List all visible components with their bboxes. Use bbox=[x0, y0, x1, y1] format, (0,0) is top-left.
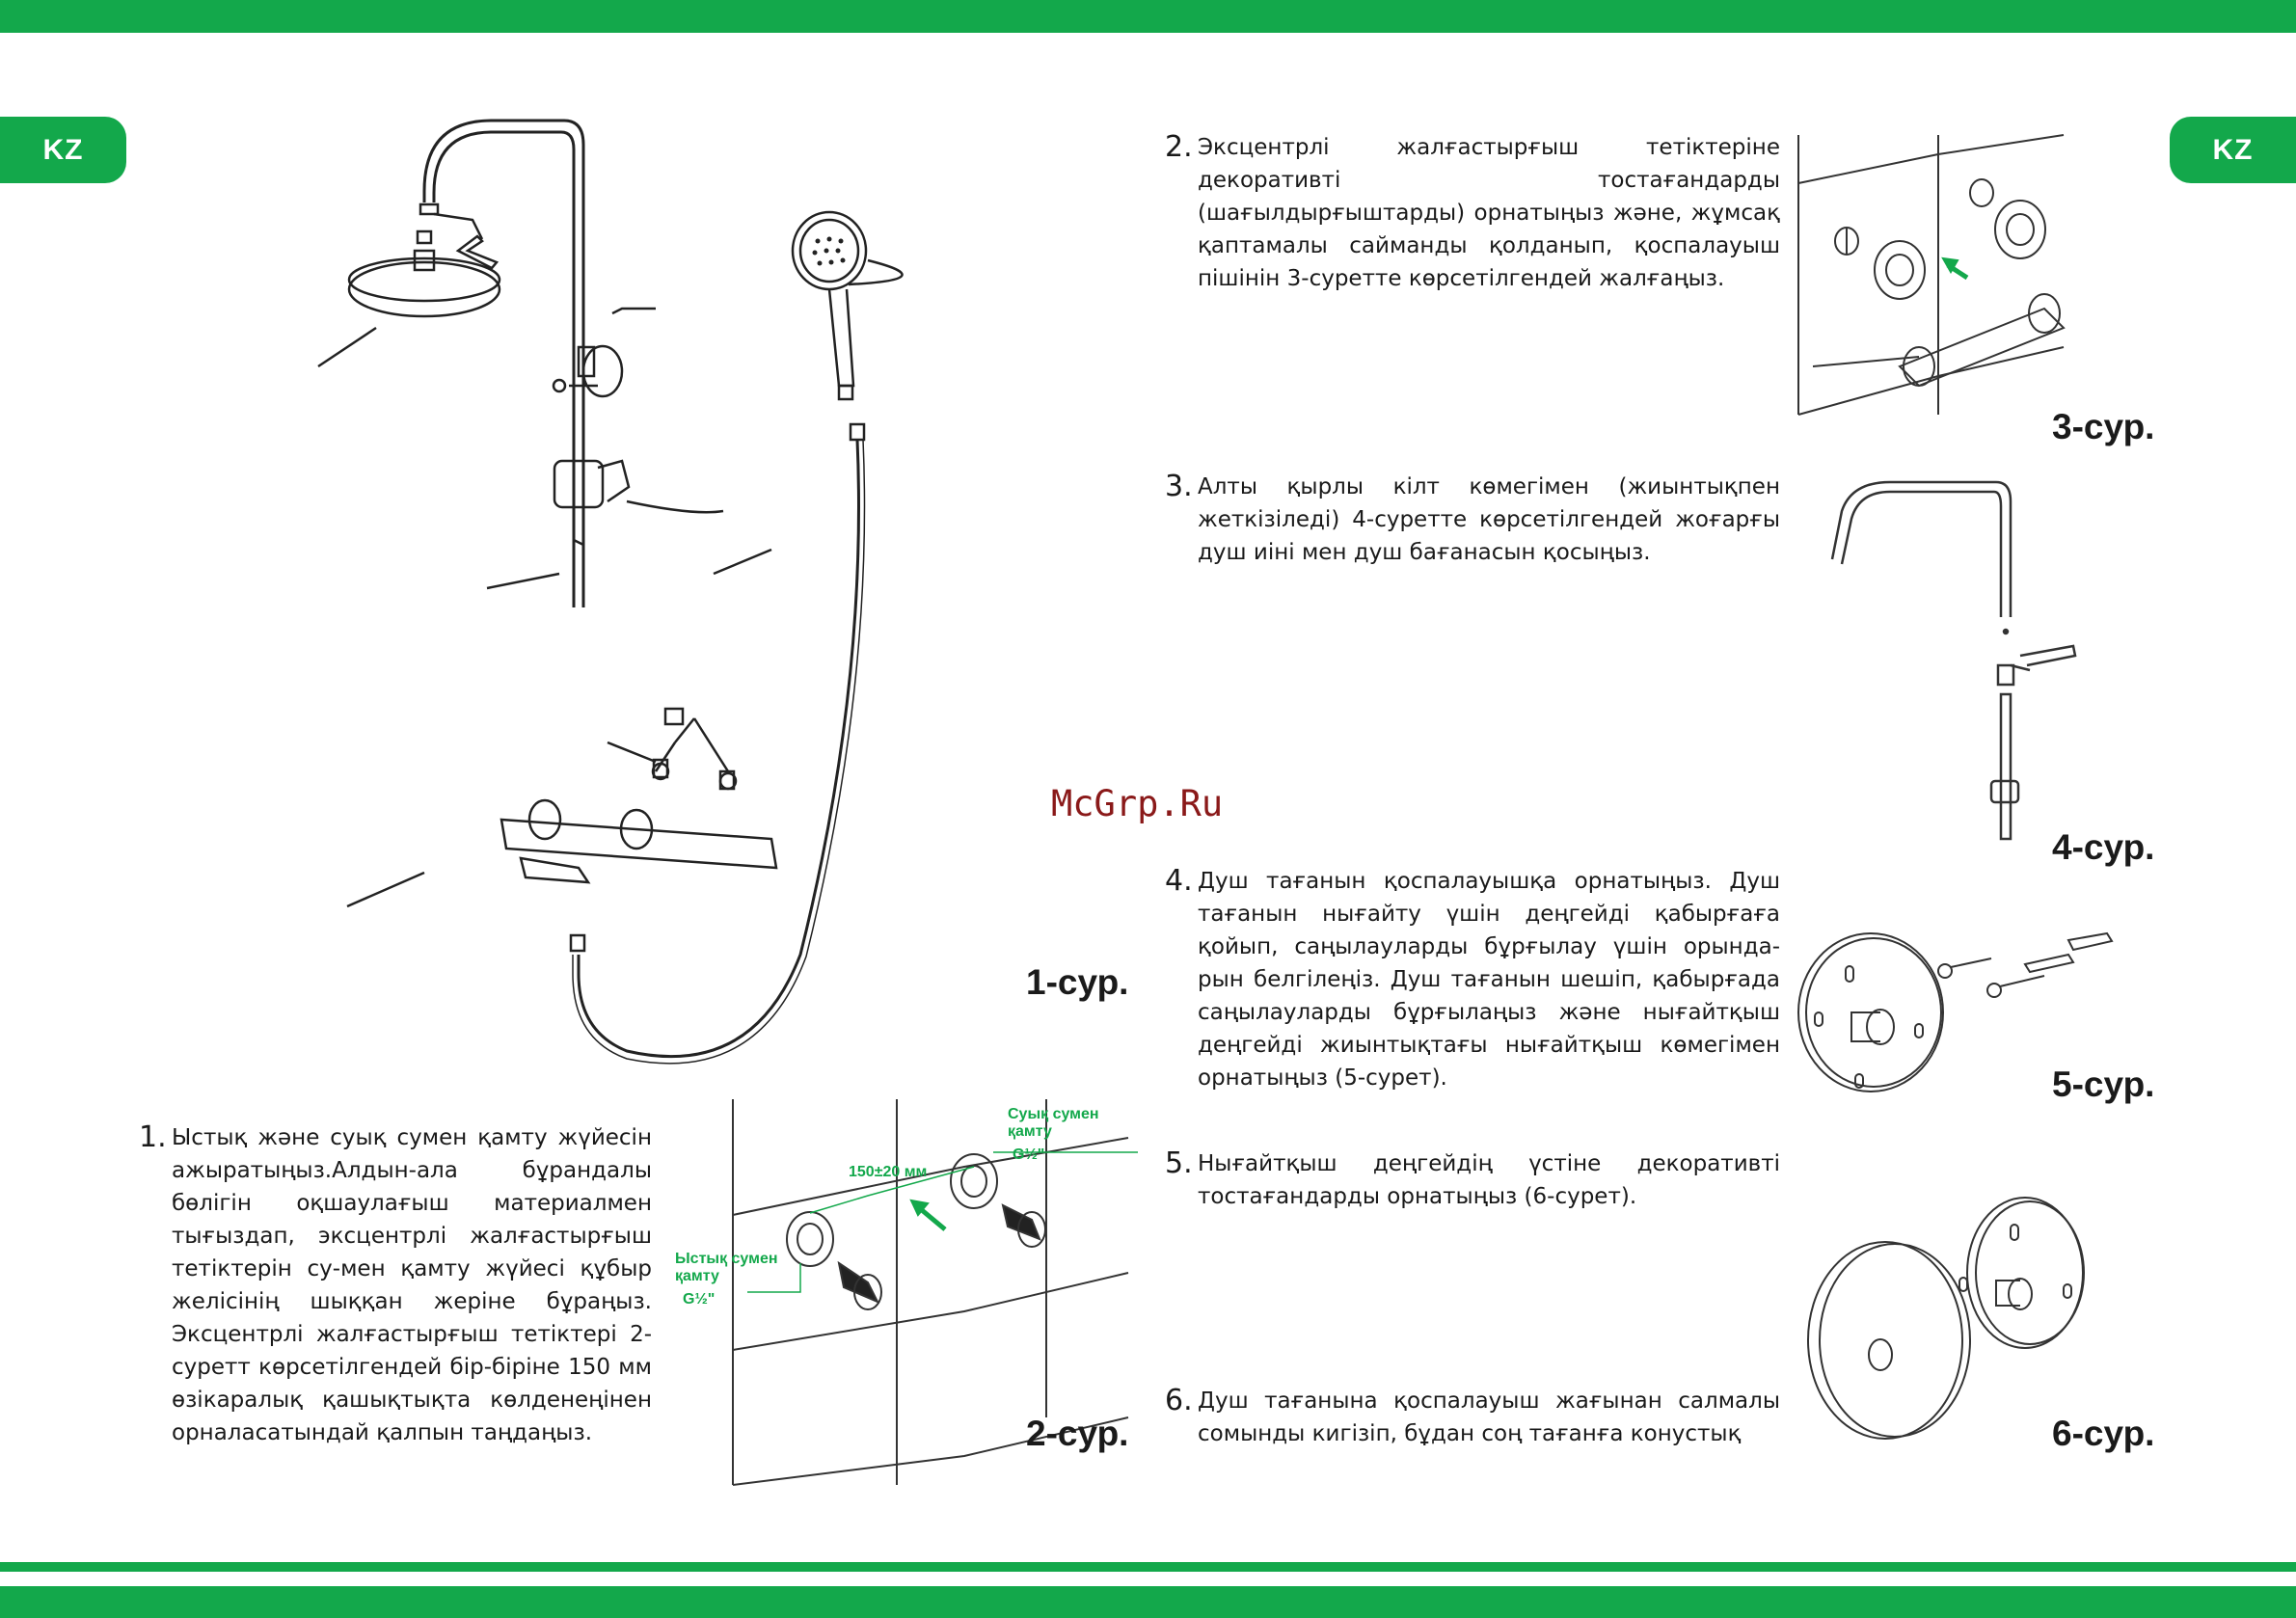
language-tab-left: KZ bbox=[0, 117, 126, 183]
figure-1-caption: 1-сур. bbox=[1026, 962, 1129, 1002]
figure-6-caption: 6-сур. bbox=[2052, 1414, 2155, 1453]
bottom-green-band bbox=[0, 1586, 2296, 1618]
step-1-number: 1. bbox=[139, 1120, 167, 1154]
step-6-number: 6. bbox=[1165, 1384, 1193, 1417]
figure-2-caption: 2-сур. bbox=[1026, 1414, 1129, 1453]
step-1-text: Ыстық және суық сумен қамту жүйесін ажыр… bbox=[172, 1125, 652, 1445]
figure-5-mounting-plate bbox=[1797, 931, 2114, 1092]
watermark: McGrp.Ru bbox=[1051, 783, 1224, 824]
cold-supply-label-1: Суық сумен bbox=[1008, 1106, 1099, 1122]
cold-supply-size: G½" bbox=[1013, 1146, 1044, 1163]
figure-4-shower-arm-assembly bbox=[1830, 480, 2077, 841]
figure-2-eccentric-connectors: Суық сумен қамту G½" 150±20 мм Ыстық сум… bbox=[675, 1099, 1138, 1486]
step-5: 5. Нығайтқыш деңгейдің үстіне декоративт… bbox=[1165, 1147, 1780, 1213]
figure-6-decorative-cover bbox=[1807, 1197, 2085, 1440]
bottom-green-band-thin bbox=[0, 1562, 2296, 1572]
step-5-text: Нығайтқыш деңгейдің үстіне декоративті т… bbox=[1198, 1151, 1780, 1209]
step-4: 4. Душ тағанын қоспалауышқа орнатыңыз. Д… bbox=[1165, 865, 1780, 1094]
step-2: 2. Эксцентрлі жалғастырғыш тетіктеріне д… bbox=[1165, 131, 1780, 295]
hot-supply-label-1: Ыстық сумен bbox=[675, 1251, 778, 1267]
step-3-number: 3. bbox=[1165, 470, 1193, 503]
step-2-text: Эксцентрлі жалғастырғыш тетіктеріне деко… bbox=[1198, 135, 1780, 291]
step-3: 3. Алты қырлы кілт көмегімен (жиынтықпен… bbox=[1165, 471, 1780, 569]
figure-4-caption: 4-сур. bbox=[2052, 827, 2155, 867]
step-4-number: 4. bbox=[1165, 864, 1193, 898]
hot-supply-size: G½" bbox=[683, 1291, 715, 1308]
hot-supply-label-2: қамту bbox=[675, 1268, 719, 1284]
spacing-label: 150±20 мм bbox=[849, 1164, 927, 1180]
step-1: 1. Ыстық және суық сумен қамту жүйесін а… bbox=[139, 1121, 652, 1449]
figure-3-caption: 3-сур. bbox=[2052, 407, 2155, 446]
figure-3-mixer-mounting bbox=[1797, 134, 2066, 416]
language-tab-right: KZ bbox=[2170, 117, 2296, 183]
step-3-text: Алты қырлы кілт көмегімен (жиынтықпен же… bbox=[1198, 474, 1780, 565]
step-6: 6. Душ тағанына қоспалауыш жағынан салма… bbox=[1165, 1385, 1780, 1450]
step-5-number: 5. bbox=[1165, 1146, 1193, 1180]
figure-1-shower-set bbox=[317, 119, 904, 1065]
step-4-text: Душ тағанын қоспалауышқа орнатыңыз. Душ … bbox=[1198, 869, 1780, 1091]
top-green-band bbox=[0, 0, 2296, 33]
cold-supply-label-2: қамту bbox=[1008, 1123, 1052, 1140]
figure-5-caption: 5-сур. bbox=[2052, 1065, 2155, 1104]
step-2-number: 2. bbox=[1165, 130, 1193, 164]
step-6-text: Душ тағанына қоспалауыш жағынан салмалы … bbox=[1198, 1389, 1780, 1446]
